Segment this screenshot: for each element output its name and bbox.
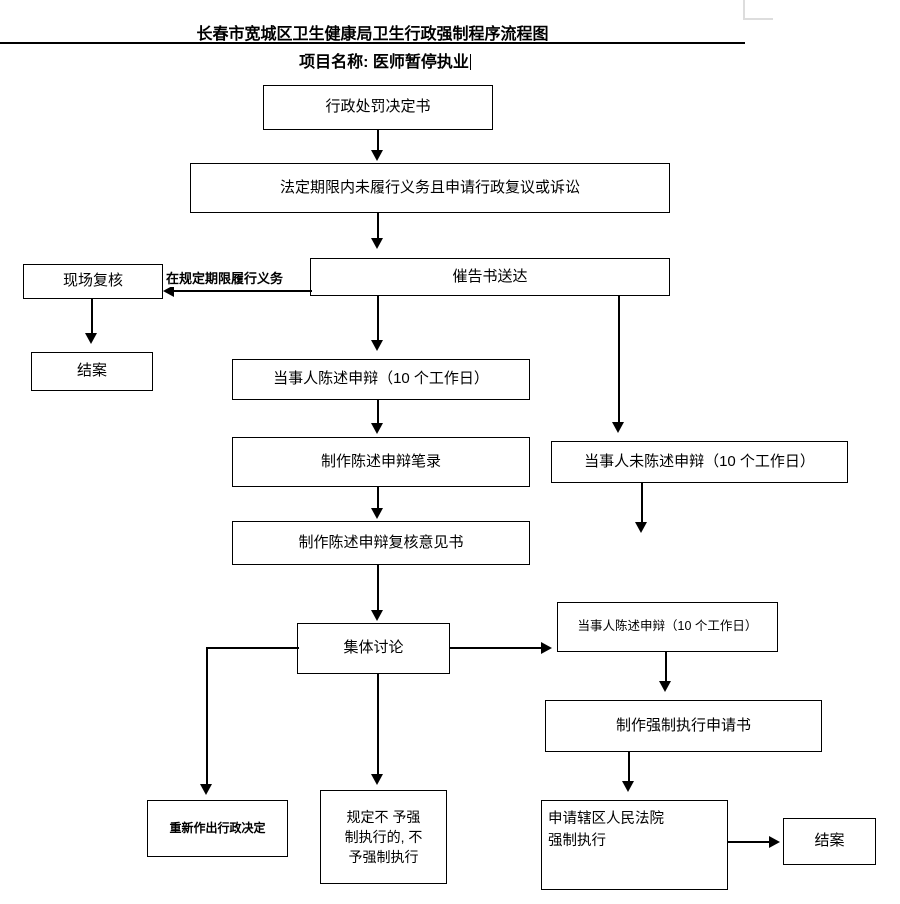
project-name-label: 项目名称: xyxy=(299,54,369,71)
text-cursor xyxy=(469,54,471,70)
arrowhead-n7-n8 xyxy=(371,508,383,519)
node-label: 制作强制执行申请书 xyxy=(615,716,751,734)
node-label: 当事人未陈述申辩（10 个工作日） xyxy=(584,452,815,470)
node-label: 集体讨论 xyxy=(343,639,404,657)
edge-label-perform-within-period: 在规定期限履行义务 xyxy=(166,268,284,287)
node-no-enforcement-rule[interactable]: 规定不 予强 制执行的, 不 予强制执行 xyxy=(320,790,447,884)
page-corner-mark xyxy=(743,0,773,20)
connector-n6-n7 xyxy=(377,400,379,426)
node-party-statement-defense[interactable]: 当事人陈述申辩（10 个工作日） xyxy=(232,359,530,400)
connector-n3-n9 xyxy=(618,296,620,424)
arrowhead-n12-n15 xyxy=(622,781,634,792)
node-on-site-review[interactable]: 现场复核 xyxy=(23,264,163,299)
arrowhead-n10-n14 xyxy=(371,774,383,785)
node-party-statement-defense-2[interactable]: 当事人陈述申辩（10 个工作日） xyxy=(557,602,778,652)
arrowhead-n3-n4 xyxy=(163,285,174,297)
arrowhead-n10-n11 xyxy=(541,642,552,654)
connector-n10-n14 xyxy=(377,674,379,777)
arrowhead-n8-n10 xyxy=(371,610,383,621)
node-label: 结案 xyxy=(814,832,845,850)
title-divider xyxy=(0,42,745,44)
node-collective-discussion[interactable]: 集体讨论 xyxy=(297,623,450,674)
connector-n3-n6 xyxy=(377,296,379,342)
node-label: 重新作出行政决定 xyxy=(169,821,266,835)
node-label: 制作陈述申辩笔录 xyxy=(320,452,441,470)
connector-n15-n16 xyxy=(728,841,773,843)
arrowhead-n9-down xyxy=(635,522,647,533)
connector-n10-n13-horizontal xyxy=(206,647,299,649)
node-case-closed-right[interactable]: 结案 xyxy=(783,818,876,865)
node-label: 法定期限内未履行义务且申请行政复议或诉讼 xyxy=(279,178,580,196)
node-label-line-2: 强制执行 xyxy=(548,832,606,849)
project-name-line: 项目名称: 医师暂停执业 xyxy=(0,48,770,72)
connector-n7-n8 xyxy=(377,487,379,511)
page-title: 长春市宽城区卫生健康局卫生行政强制程序流程图 xyxy=(196,26,549,43)
arrowhead-n10-n13 xyxy=(200,784,212,795)
connector-n9-down xyxy=(641,483,643,525)
node-label-line-1: 规定不 予强 xyxy=(346,808,421,825)
node-label: 催告书送达 xyxy=(452,267,528,285)
arrowhead-n3-n9 xyxy=(612,422,624,433)
connector-n2-n3 xyxy=(377,213,379,241)
node-make-review-opinion[interactable]: 制作陈述申辩复核意见书 xyxy=(232,521,530,565)
connector-n10-n11 xyxy=(450,647,545,649)
connector-n8-n10 xyxy=(377,565,379,613)
connector-n11-n12 xyxy=(665,652,667,684)
arrowhead-n11-n12 xyxy=(659,681,671,692)
arrowhead-n1-n2 xyxy=(371,150,383,161)
node-label: 行政处罚决定书 xyxy=(325,98,431,116)
node-label: 制作陈述申辩复核意见书 xyxy=(298,533,464,551)
node-reminder-letter-served[interactable]: 催告书送达 xyxy=(310,258,670,296)
node-label-line-1: 申请辖区人民法院 xyxy=(548,811,664,827)
node-apply-court-enforcement[interactable]: 申请辖区人民法院 强制执行 xyxy=(541,800,728,890)
node-label-line-2: 制执行的, 不 xyxy=(344,828,423,845)
node-administrative-penalty-decision[interactable]: 行政处罚决定书 xyxy=(263,85,493,130)
arrowhead-n2-n3 xyxy=(371,238,383,249)
node-label: 当事人陈述申辩（10 个工作日） xyxy=(577,619,758,634)
connector-n12-n15 xyxy=(628,752,630,784)
node-party-no-statement-defense[interactable]: 当事人未陈述申辩（10 个工作日） xyxy=(551,441,848,483)
connector-n1-n2 xyxy=(377,130,379,152)
node-label-line-3: 予强制执行 xyxy=(348,849,419,866)
node-make-statement-record[interactable]: 制作陈述申辩笔录 xyxy=(232,437,530,487)
arrowhead-n15-n16 xyxy=(769,836,780,848)
node-label: 当事人陈述申辩（10 个工作日） xyxy=(273,370,489,388)
node-make-enforcement-application[interactable]: 制作强制执行申请书 xyxy=(545,700,822,752)
node-label: 现场复核 xyxy=(62,272,123,290)
node-label: 结案 xyxy=(76,362,107,380)
node-statutory-period-unfulfilled[interactable]: 法定期限内未履行义务且申请行政复议或诉讼 xyxy=(190,163,670,213)
connector-n3-n4 xyxy=(170,290,312,292)
arrowhead-n4-n5 xyxy=(85,333,97,344)
node-remake-administrative-decision[interactable]: 重新作出行政决定 xyxy=(147,800,288,857)
node-case-closed-left[interactable]: 结案 xyxy=(31,352,153,391)
project-name-value: 医师暂停执业 xyxy=(372,54,469,71)
arrowhead-n3-n6 xyxy=(371,340,383,351)
connector-n4-n5 xyxy=(91,299,93,337)
connector-n10-n13-vertical xyxy=(206,647,208,787)
arrowhead-n6-n7 xyxy=(371,423,383,434)
